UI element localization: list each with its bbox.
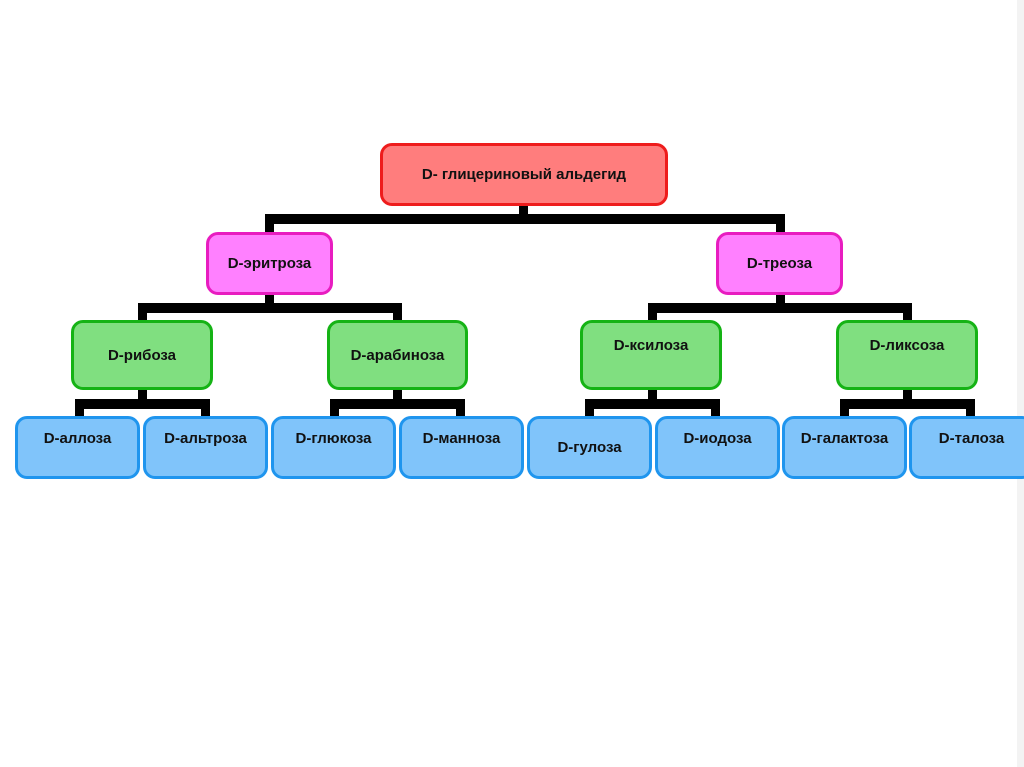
node-label: D-талоза xyxy=(938,430,1005,447)
connector-child-drop xyxy=(585,399,594,416)
node-glucose: D-глюкоза xyxy=(271,416,396,479)
node-idose: D-иодоза xyxy=(655,416,780,479)
node-threose: D-треоза xyxy=(716,232,843,295)
slide-edge xyxy=(1017,0,1024,767)
connector-child-drop xyxy=(711,399,720,416)
connector-erythrose-drop xyxy=(265,214,274,232)
node-label: D-арабиноза xyxy=(350,346,445,364)
node-label: D- глицериновый альдегид xyxy=(421,166,627,183)
connector-ribose-drop xyxy=(138,303,147,320)
node-label: D-треоза xyxy=(746,255,813,272)
node-erythrose: D-эритроза xyxy=(206,232,333,295)
node-label: D-альтроза xyxy=(164,430,247,447)
connector-root-bar xyxy=(265,214,785,224)
connector-xylose-stem xyxy=(648,390,657,402)
connector-threose-bar xyxy=(648,303,912,313)
node-glyceraldehyde: D- глицериновый альдегид xyxy=(380,143,668,206)
connector-child-drop xyxy=(840,399,849,416)
node-label: D-манноза xyxy=(422,430,501,447)
node-label: D-аллоза xyxy=(43,430,112,447)
node-altrose: D-альтроза xyxy=(143,416,268,479)
connector-erythrose-stem xyxy=(265,295,274,307)
connector-lyxose-drop xyxy=(903,303,912,320)
node-lyxose: D-ликсоза xyxy=(836,320,978,390)
node-label: D-галактоза xyxy=(800,430,889,447)
node-label: D-рибоза xyxy=(107,346,177,364)
connector-child-drop xyxy=(75,399,84,416)
connector-child-drop xyxy=(201,399,210,416)
connector-lyxose-bar xyxy=(840,399,975,409)
connector-root-stem xyxy=(519,206,528,218)
connector-lyxose-stem xyxy=(903,390,912,402)
node-gulose: D-гулоза xyxy=(527,416,652,479)
connector-child-drop xyxy=(330,399,339,416)
connector-xylose-bar xyxy=(585,399,720,409)
node-label: D-ксилоза xyxy=(613,337,689,354)
connector-xylose-drop xyxy=(648,303,657,320)
node-arabinose: D-арабиноза xyxy=(327,320,468,390)
connector-threose-stem xyxy=(776,295,785,307)
node-mannose: D-манноза xyxy=(399,416,524,479)
node-talose: D-талоза xyxy=(909,416,1024,479)
connector-arabinose-stem xyxy=(393,390,402,402)
node-label: D-гулоза xyxy=(557,439,622,456)
connector-arabinose-drop xyxy=(393,303,402,320)
node-ribose: D-рибоза xyxy=(71,320,213,390)
node-galactose: D-галактоза xyxy=(782,416,907,479)
connector-ribose-stem xyxy=(138,390,147,402)
connector-erythrose-bar xyxy=(138,303,402,313)
connector-threose-drop xyxy=(776,214,785,232)
connector-child-drop xyxy=(456,399,465,416)
node-label: D-ликсоза xyxy=(869,337,945,354)
node-allose: D-аллоза xyxy=(15,416,140,479)
node-xylose: D-ксилоза xyxy=(580,320,722,390)
node-label: D-глюкоза xyxy=(295,430,372,447)
node-label: D-эритроза xyxy=(227,255,312,272)
connector-child-drop xyxy=(966,399,975,416)
node-label: D-иодоза xyxy=(683,430,752,447)
connector-ribose-bar xyxy=(75,399,210,409)
connector-arabinose-bar xyxy=(330,399,465,409)
